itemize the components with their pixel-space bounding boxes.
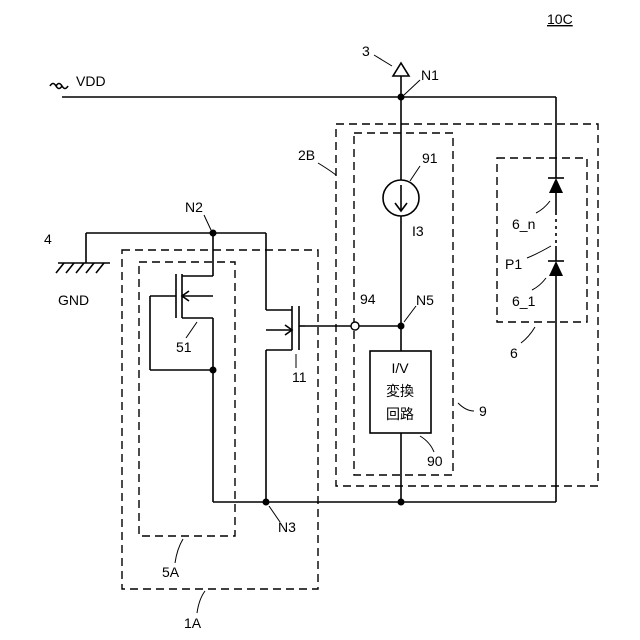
iv-line-3: 回路 (386, 406, 414, 422)
current-source-91 (383, 180, 419, 216)
node-94-label: 94 (360, 291, 376, 307)
block-5a-label: 5A (162, 564, 180, 580)
block-1a-label: 1A (184, 615, 202, 631)
block-6-label: 6 (510, 345, 518, 361)
block-1a-outline (122, 250, 318, 589)
vdd-label: VDD (76, 73, 106, 89)
iv-line-2: 変換 (386, 383, 414, 399)
node-iv-bottom-dot (398, 499, 405, 506)
node-n5-label: N5 (416, 292, 434, 308)
diode-6n (548, 178, 564, 193)
transistor-11 (266, 233, 305, 502)
node-n2-label: N2 (185, 199, 203, 215)
diode-6n-label: 6_n (512, 216, 535, 232)
block-2b-label: 2B (298, 147, 315, 163)
gnd-label: GND (58, 292, 89, 308)
transistor-51-label: 51 (176, 339, 192, 355)
node-n3-dot (263, 499, 270, 506)
transistor-11-label: 11 (292, 369, 307, 385)
figure-id: 10C (547, 11, 573, 27)
diode-61 (548, 261, 564, 276)
current-i3-label: I3 (412, 223, 424, 239)
terminal-3-label: 3 (362, 43, 370, 59)
block-6-outline (497, 158, 587, 322)
node-94-marker (351, 322, 359, 330)
node-n3-label: N3 (278, 519, 296, 535)
block-5a-outline (139, 262, 235, 536)
source-91-label: 91 (422, 150, 438, 166)
block-9-label: 9 (479, 403, 487, 419)
node-n1-label: N1 (421, 67, 439, 83)
block-90-label: 90 (427, 453, 443, 469)
iv-line-1: I/V (391, 360, 409, 376)
diode-61-label: 6_1 (512, 293, 536, 309)
path-p1-label: P1 (505, 256, 522, 272)
gnd-symbol (56, 233, 213, 273)
vdd-rail (50, 84, 556, 179)
terminal-4-label: 4 (44, 231, 52, 247)
